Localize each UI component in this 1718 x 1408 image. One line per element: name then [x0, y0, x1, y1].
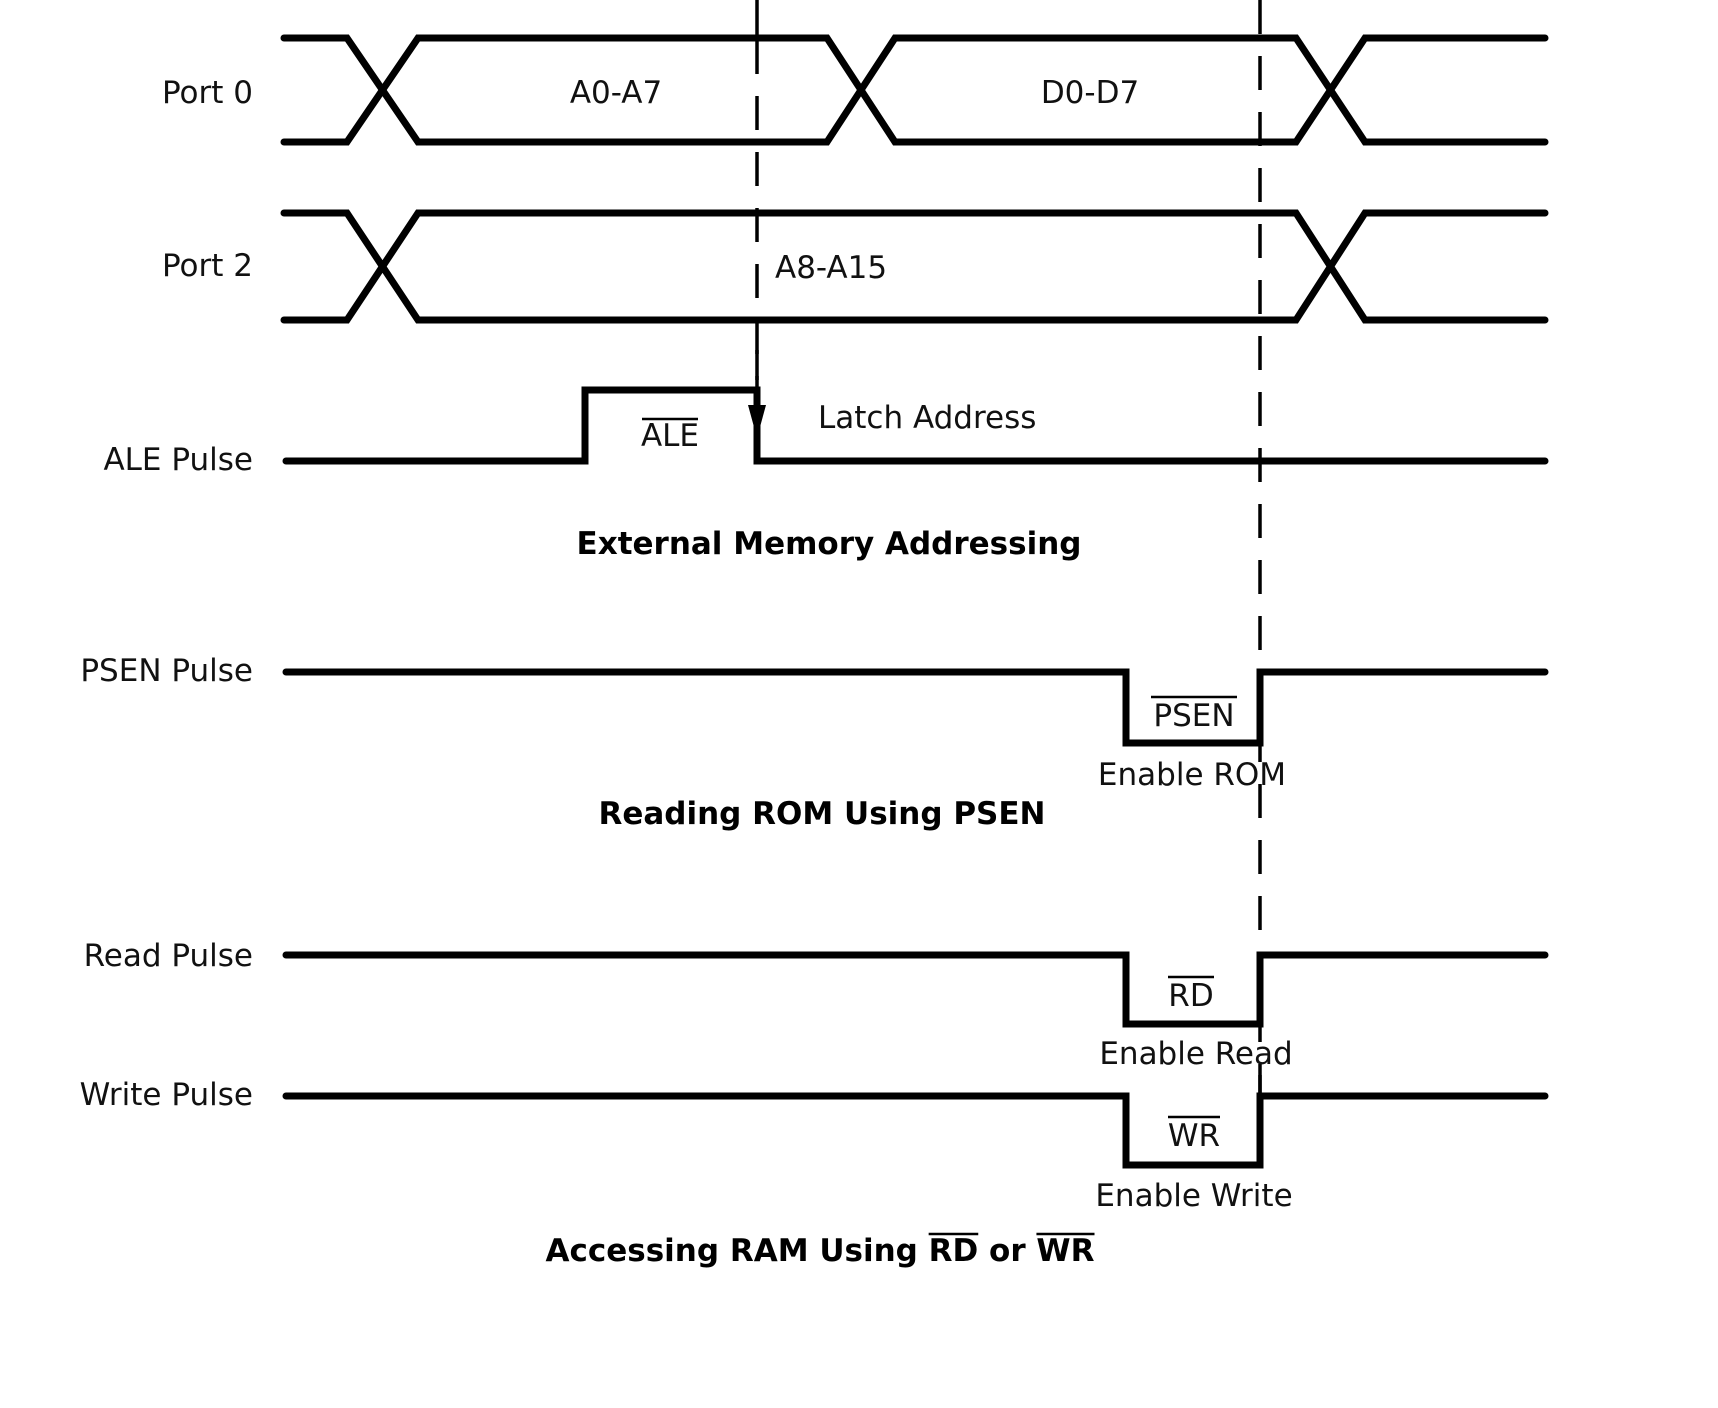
accessing-ram-wr: WR	[1036, 1233, 1094, 1269]
accessing-ram-rd: RD	[929, 1233, 979, 1269]
port0-data-segment: D0-D7	[1041, 75, 1139, 111]
psen-label: PSEN Pulse	[80, 653, 253, 689]
read-label: Read Pulse	[84, 938, 253, 974]
port0-waveform	[280, 34, 1549, 146]
external-memory-caption: External Memory Addressing	[577, 526, 1082, 562]
port0-label: Port 0	[162, 75, 253, 111]
port2-waveform	[280, 209, 1549, 324]
enable-write-annotation: Enable Write	[1095, 1178, 1292, 1214]
read-waveform	[282, 951, 1549, 1028]
port2-lower-trace	[280, 209, 1549, 324]
accessing-ram-or: or	[978, 1233, 1036, 1269]
port2-upper-trace	[280, 209, 1549, 324]
wr-pulse-label: WR	[1168, 1118, 1220, 1154]
accessing-ram-caption: Accessing RAM Using RD or WR	[545, 1233, 1094, 1269]
accessing-ram-prefix: Accessing RAM Using	[545, 1233, 928, 1269]
reading-rom-caption: Reading ROM Using PSEN	[598, 796, 1045, 832]
write-label: Write Pulse	[80, 1077, 253, 1113]
psen-pulse-label: PSEN	[1153, 698, 1234, 734]
enable-read-annotation: Enable Read	[1099, 1036, 1292, 1072]
ale-label: ALE Pulse	[103, 442, 253, 478]
ale-pulse-label: ALE	[641, 418, 699, 454]
latch-address-annotation: Latch Address	[818, 400, 1036, 436]
port0-upper-trace	[280, 34, 1549, 146]
port2-address-segment: A8-A15	[775, 250, 887, 286]
psen-waveform	[282, 668, 1549, 747]
enable-rom-annotation: Enable ROM	[1098, 757, 1286, 793]
port0-address-segment: A0-A7	[570, 75, 662, 111]
port2-label: Port 2	[162, 248, 253, 284]
rd-pulse-label: RD	[1168, 978, 1213, 1014]
ale-waveform	[282, 386, 1549, 465]
write-waveform	[282, 1092, 1549, 1169]
